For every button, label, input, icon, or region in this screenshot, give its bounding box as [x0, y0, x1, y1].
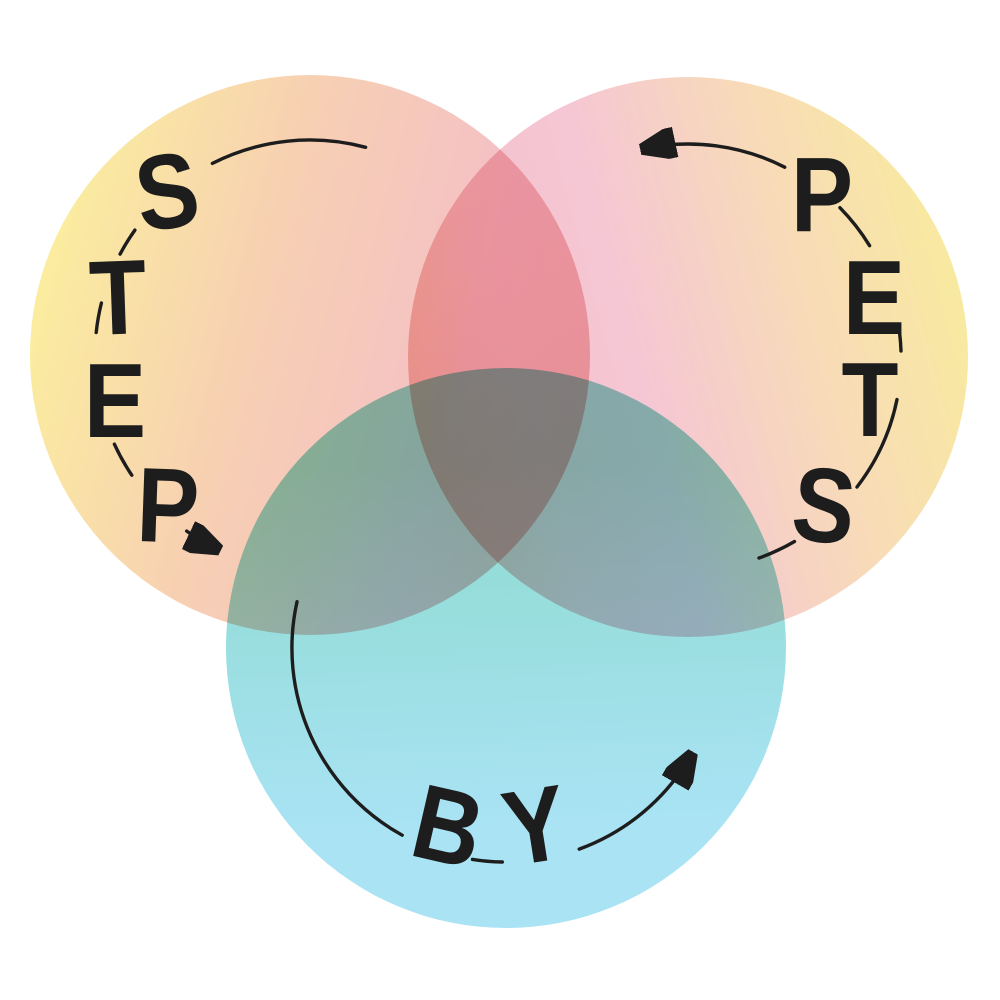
by-arrow-segment: [577, 755, 691, 851]
step-arc-tick-e-p: [112, 442, 134, 477]
by-arc-group: [290, 600, 691, 864]
by-arc-left-segment: [290, 600, 404, 837]
pets-arc-tick-s-t: [855, 397, 899, 489]
by-circle: [226, 368, 786, 928]
letter-step-s: S: [127, 129, 207, 255]
letter-by-y: Y: [495, 762, 575, 890]
letter-pets-p: P: [790, 136, 854, 254]
step-arc-group: [94, 138, 368, 549]
letter-step-e: E: [83, 342, 147, 460]
letter-step-p: P: [134, 445, 202, 567]
step-arrow-segment: [187, 531, 218, 549]
letter-pets-s: S: [786, 444, 862, 568]
letter-by-b: B: [401, 761, 495, 893]
step-arc-tick-t-e: [94, 301, 104, 335]
pets-arc-group: [644, 144, 903, 560]
step-arc-tick-s-t: [118, 228, 137, 256]
letter-step-t: T: [87, 238, 149, 358]
step-arc-top-segment: [210, 138, 368, 166]
pets-arc-tick-t-e: [897, 331, 903, 353]
by-arc-tick-b-y: [470, 857, 504, 864]
pets-arc-tick-e-p: [838, 206, 872, 248]
letter-pets-e: E: [842, 239, 906, 357]
pets-arc-start-dash: [757, 539, 797, 560]
pets-arrow-segment: [644, 144, 787, 169]
letter-pets-t: T: [841, 341, 899, 459]
